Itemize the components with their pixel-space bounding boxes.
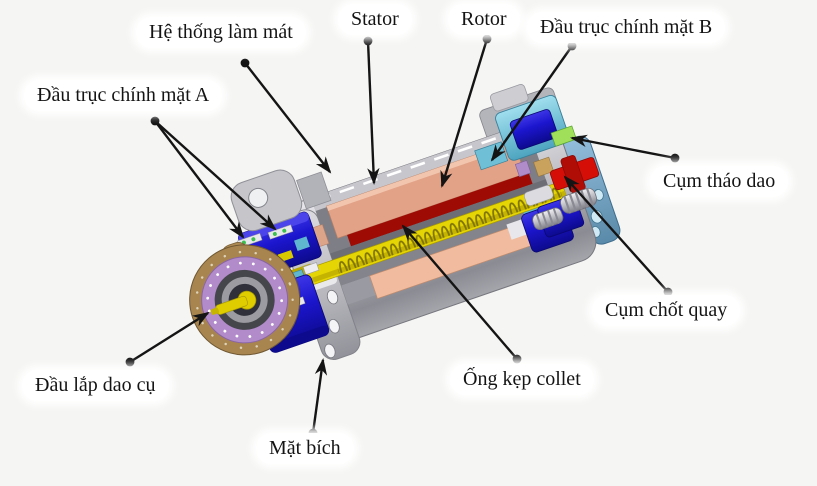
spindle-3d-model bbox=[189, 84, 621, 360]
leader-tool-mount bbox=[129, 311, 210, 364]
dot-tool-release bbox=[670, 153, 680, 163]
label-spindle-face-a: Đầu trục chính mặt A bbox=[24, 80, 223, 111]
leader-tool-release bbox=[570, 134, 676, 160]
leader-stator bbox=[366, 40, 380, 185]
label-stator: Stator bbox=[338, 4, 412, 35]
drawbar-spring bbox=[382, 180, 563, 258]
dot-rotor bbox=[482, 34, 492, 44]
label-spindle-face-b: Đầu trục chính mặt B bbox=[527, 12, 726, 43]
stator-highlight bbox=[326, 141, 516, 211]
leader-cooling bbox=[244, 62, 332, 174]
dot-stator bbox=[363, 36, 373, 46]
purple-spacer bbox=[514, 160, 532, 178]
label-rotor: Rotor bbox=[448, 4, 520, 35]
top-lug bbox=[230, 169, 332, 232]
label-flange: Mặt bích bbox=[256, 433, 354, 464]
far-shell-wall bbox=[311, 122, 535, 211]
dot-collet bbox=[512, 354, 522, 364]
leader-rotary-pin bbox=[563, 175, 669, 293]
dot-rotary-pin bbox=[663, 287, 673, 297]
tan-spacer bbox=[533, 156, 554, 177]
dot-face-a bbox=[150, 116, 160, 126]
leader-face-a-2 bbox=[154, 120, 277, 231]
dot-cooling bbox=[240, 58, 250, 68]
label-collet-sleeve: Ống kẹp collet bbox=[450, 364, 594, 395]
leader-dots bbox=[125, 34, 680, 438]
dot-face-b bbox=[567, 41, 577, 51]
leader-rotor bbox=[440, 38, 489, 188]
silver-sleeve bbox=[523, 185, 554, 206]
bolt-circle-outer bbox=[195, 250, 294, 350]
dot-tool-mount bbox=[125, 357, 135, 367]
front-face bbox=[189, 244, 301, 356]
label-tool-release: Cụm tháo dao bbox=[650, 166, 789, 197]
rotor-section bbox=[347, 172, 533, 247]
label-tool-mount: Đầu lắp dao cụ bbox=[22, 370, 169, 401]
leader-lines bbox=[129, 38, 676, 434]
shaft-sleeve-lower bbox=[338, 201, 557, 286]
shaft-sleeve-upper bbox=[330, 179, 549, 261]
leader-face-b bbox=[490, 45, 573, 162]
label-rotary-pin: Cụm chốt quay bbox=[592, 295, 741, 326]
rear-blue-block bbox=[509, 109, 558, 150]
label-cooling: Hệ thống làm mát bbox=[136, 17, 306, 48]
leader-flange bbox=[311, 358, 328, 434]
threaded-stud-2 bbox=[532, 207, 564, 231]
front-spring bbox=[335, 243, 391, 275]
leader-collet bbox=[401, 224, 518, 360]
lower-spacer bbox=[341, 275, 379, 305]
leader-face-a-1 bbox=[154, 120, 245, 239]
